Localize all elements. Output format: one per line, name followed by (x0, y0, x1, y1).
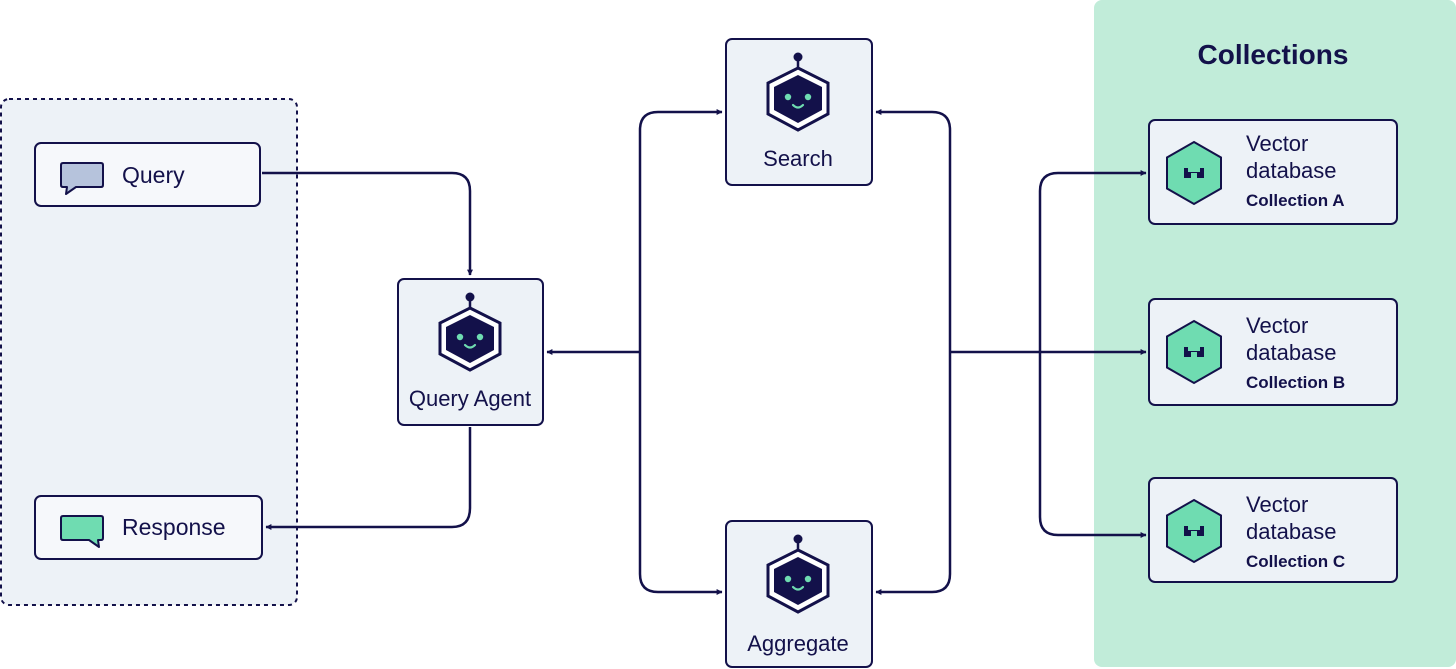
edges (262, 109, 1147, 595)
collection-a-node: Vector database Collection A (1148, 119, 1398, 225)
search-label: Search (763, 146, 833, 171)
aggregate-node: Aggregate (725, 520, 873, 668)
query-agent-node: Query Agent (397, 278, 544, 426)
response-box (34, 495, 263, 560)
collection-a-box (1148, 119, 1398, 225)
query-agent-label: Query Agent (409, 386, 531, 411)
collection-b-node: Vector database Collection B (1148, 298, 1398, 406)
collection-b-line2: database (1246, 340, 1337, 365)
collection-c-name: Collection C (1246, 552, 1345, 571)
edge-query-to-agent (262, 171, 473, 276)
collections-title: Collections (1198, 39, 1349, 70)
collection-b-line1: Vector (1246, 313, 1308, 338)
collection-b-box (1148, 298, 1398, 406)
edge-to-collection-c (1038, 352, 1147, 538)
collection-a-line1: Vector (1246, 131, 1308, 156)
collection-b-name: Collection B (1246, 373, 1345, 392)
chat-bubble-icon (60, 515, 104, 548)
aggregate-label: Aggregate (747, 631, 849, 656)
response-label: Response (122, 514, 226, 540)
edge-to-collection-a (1038, 170, 1147, 352)
query-label: Query (122, 162, 185, 188)
response-node: Response (34, 495, 263, 560)
edge-agent-to-response (265, 427, 472, 530)
client-panel (0, 98, 298, 606)
collection-a-name: Collection A (1246, 191, 1345, 210)
edge-aggregate-return (875, 352, 952, 595)
collection-c-line1: Vector (1246, 492, 1308, 517)
collection-c-node: Vector database Collection C (1148, 477, 1398, 583)
collection-a-line2: database (1246, 158, 1337, 183)
edge-search-return (875, 109, 952, 352)
edge-bus-to-aggregate (638, 352, 723, 595)
collection-c-box (1148, 477, 1398, 583)
edge-bus-to-search (638, 109, 723, 352)
search-node: Search (725, 38, 873, 186)
query-box (34, 142, 261, 207)
chat-bubble-icon (60, 162, 104, 195)
collection-c-line2: database (1246, 519, 1337, 544)
query-node: Query (34, 142, 261, 207)
